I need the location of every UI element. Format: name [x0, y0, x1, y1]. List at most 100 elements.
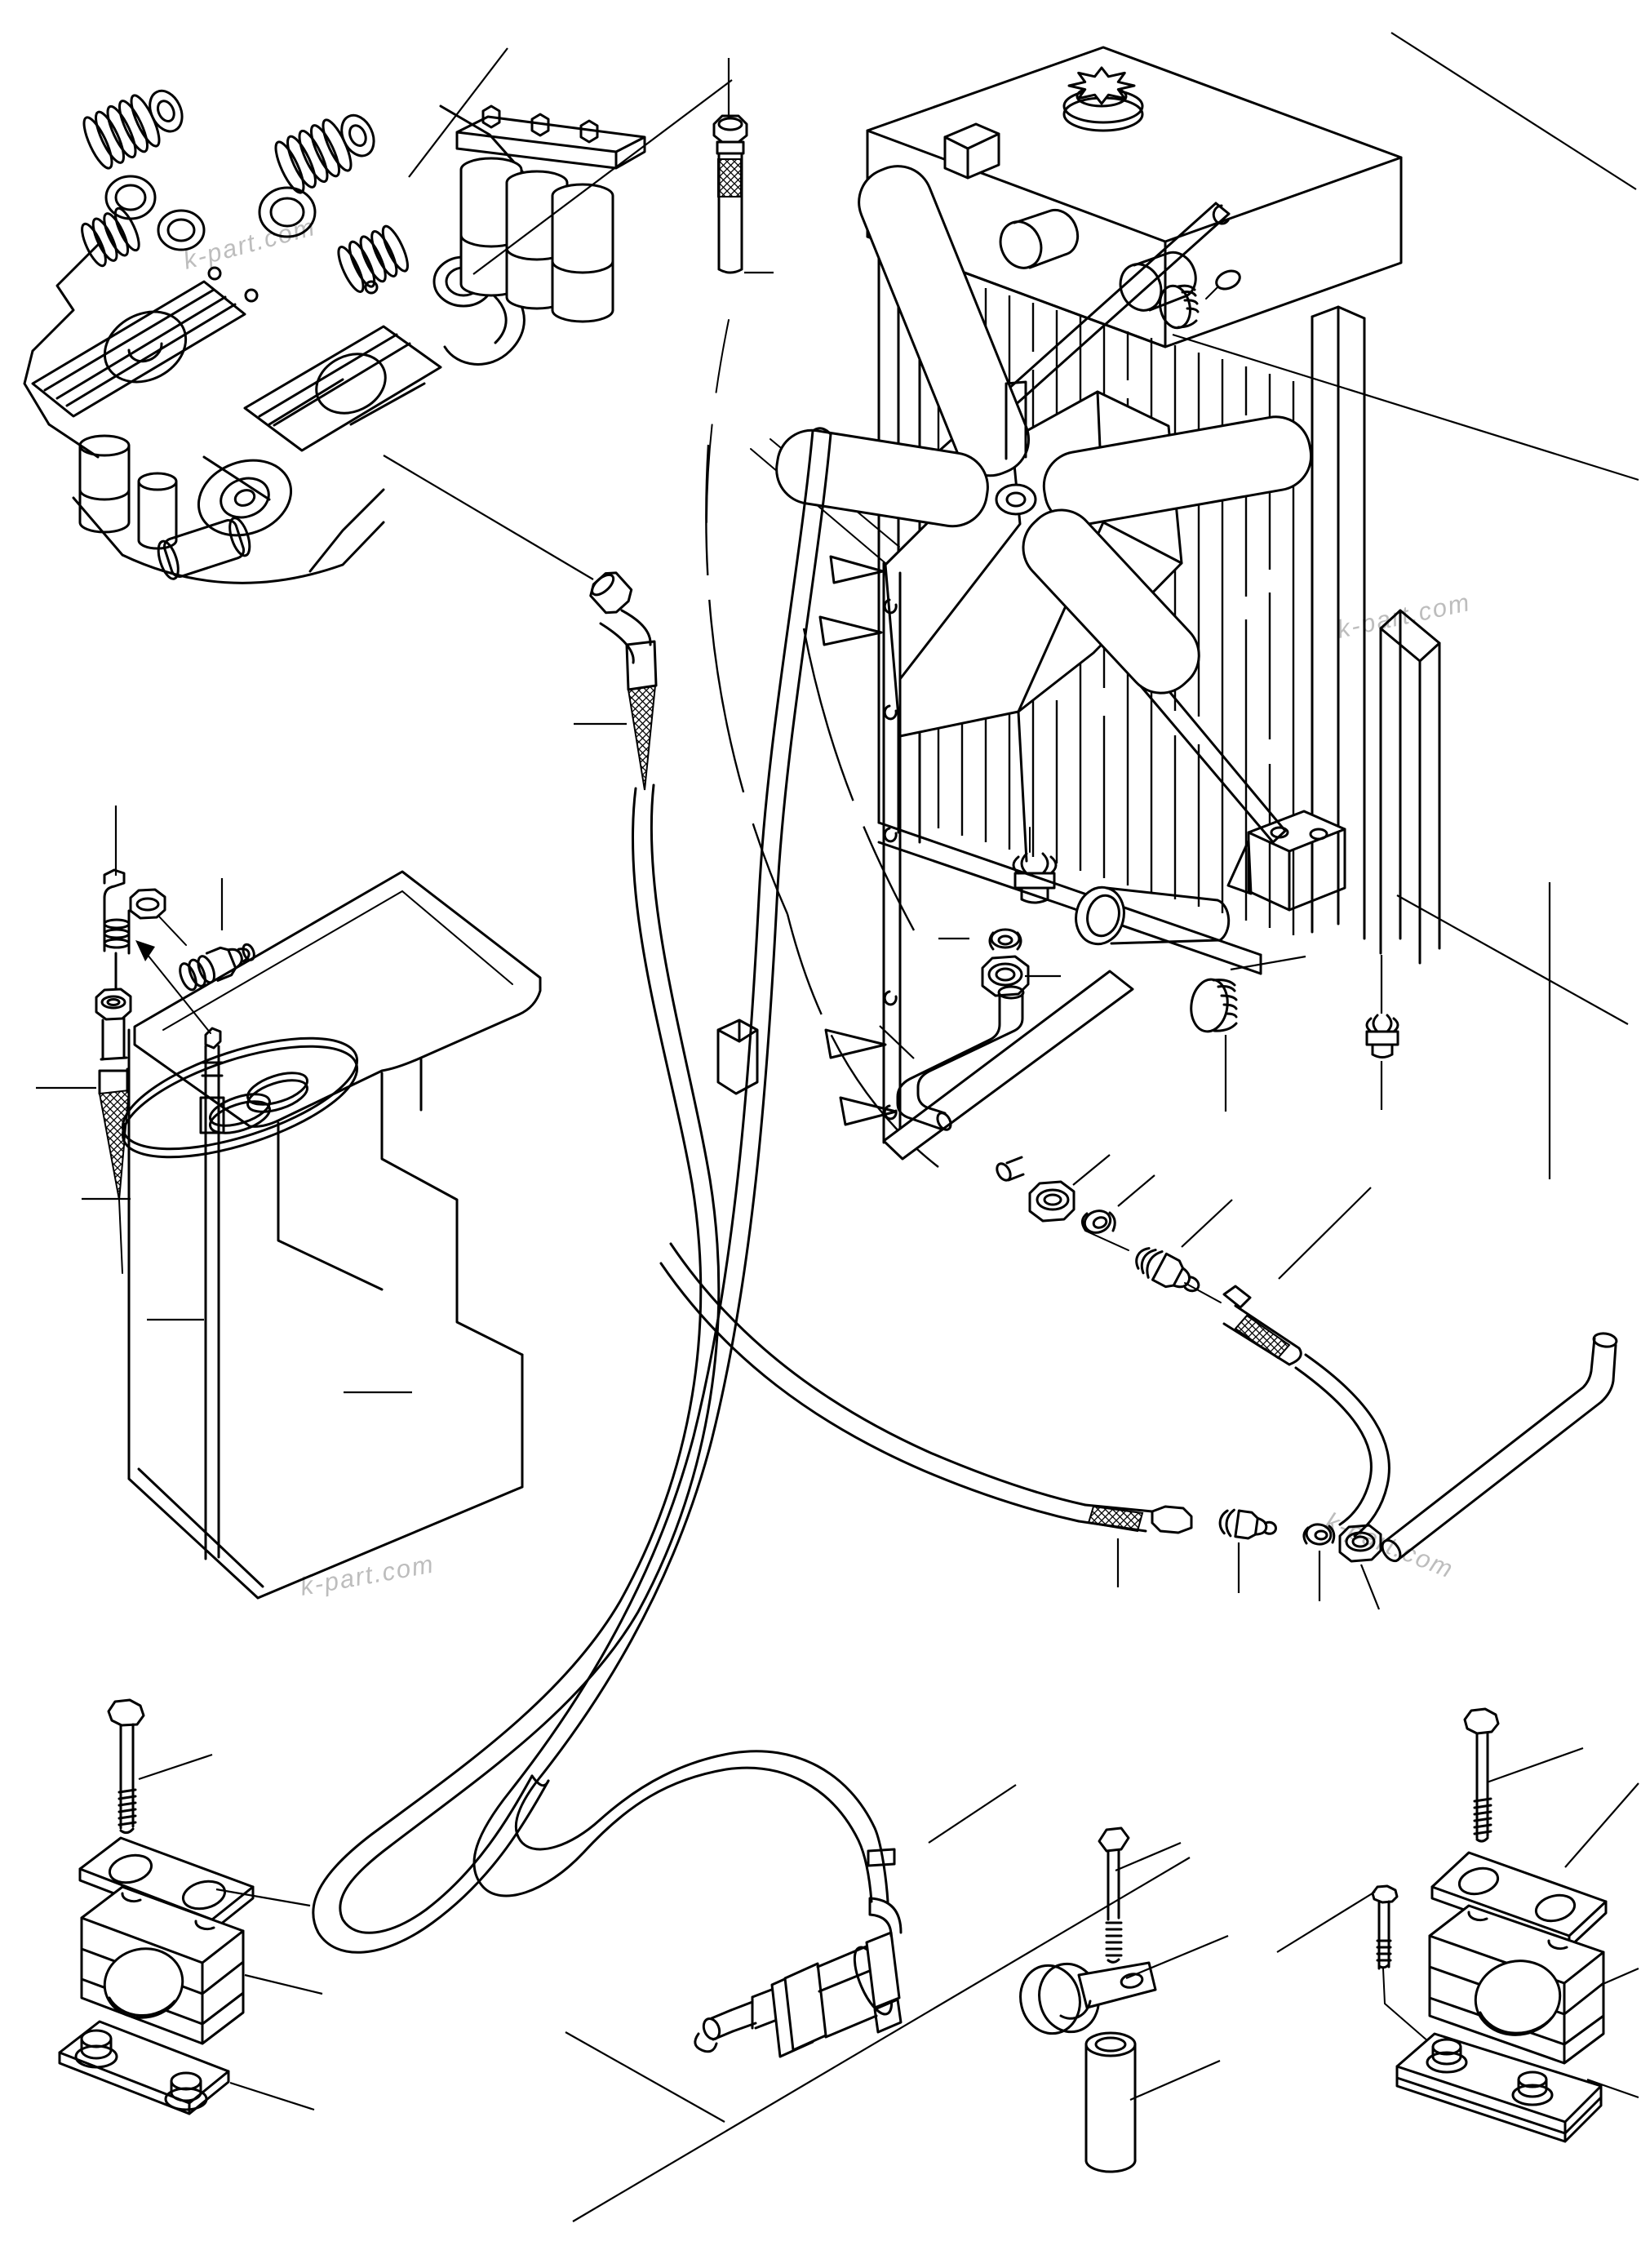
engine-bellows-2 [274, 113, 375, 194]
right-clamp-bolt-long [1463, 1707, 1500, 1843]
hose-assembly-upper [706, 114, 748, 523]
right-clamp-block [1428, 1904, 1605, 2065]
lower-ferrule [1302, 1523, 1336, 1546]
leader-valve [928, 1784, 1017, 1844]
leader-spacer [1129, 2059, 1221, 2102]
right-clamp-top-plate [1430, 1851, 1608, 1949]
fitting-row-middle [996, 1156, 1390, 1538]
bracket-box [716, 1019, 759, 1095]
fan-blade-2 [1042, 415, 1313, 526]
leader-filters [408, 47, 508, 178]
elbow-fitting-group [103, 868, 255, 992]
leader-outlet [1230, 955, 1306, 971]
base-nut-4 [1511, 2070, 1554, 2106]
leader-engine-elbow [383, 455, 594, 580]
column-nipple [1012, 852, 1058, 904]
leader-hose-upper-diag [472, 79, 733, 275]
hose-run-b [472, 427, 889, 1903]
engine-oil-filter [78, 434, 178, 550]
engine-valve-cover [31, 280, 246, 418]
leader-plug-right [1172, 333, 1639, 482]
leader-lblock [244, 1973, 323, 1995]
pclamp-group [1019, 1826, 1157, 2173]
plate-pad-2 [246, 1072, 308, 1106]
valve-body [816, 1944, 878, 2039]
p-clamp [1019, 1961, 1157, 2035]
hose-left-braid [98, 1089, 131, 1201]
clamp-assembly-right [1371, 1707, 1608, 2143]
column-ferrule [988, 928, 1022, 951]
clamp-assembly-left [58, 1698, 255, 2115]
leader-j-pipe [879, 1025, 915, 1059]
lower-braided-hose [1077, 1503, 1193, 1534]
leader-middle-ferrule [1117, 1174, 1155, 1207]
base-nut-1 [74, 2029, 118, 2069]
leader-middle-nut [1072, 1154, 1111, 1186]
leader-radiator-topright [1390, 32, 1637, 190]
shroud-bottom-flange [882, 970, 1134, 1161]
leader-long-bottom [572, 1857, 1191, 2222]
leader-lines [36, 32, 1639, 2222]
valve-elbow [867, 1848, 903, 1937]
radiator-outlet-pipe [1075, 885, 1231, 946]
fuel-filter-3 [551, 183, 614, 323]
engine-front-pulley [197, 459, 293, 537]
valve-flange-2 [783, 1962, 827, 2052]
hose-upper-nut [712, 114, 748, 144]
tank-dipstick [199, 1027, 225, 1560]
leader-lplate [215, 1888, 311, 1907]
nipple-right-upper [1365, 1014, 1399, 1059]
engine-bellows-4 [337, 224, 409, 293]
fan-hub [995, 483, 1037, 516]
j-pipe [896, 985, 1025, 1131]
left-clamp-base-plate [58, 2020, 230, 2115]
hose-assembly-left [95, 952, 132, 1274]
leader-pclamp [1125, 1934, 1229, 1980]
right-clamp-base-plate [1395, 2032, 1603, 2143]
fitting-column-radiator [896, 827, 1058, 1131]
leader-pbolt [1115, 1841, 1182, 1872]
radiator-assembly [866, 46, 1441, 1033]
radiator-right-strip [1379, 609, 1441, 965]
fan-shaft [1005, 380, 1027, 460]
arrow-pointer [135, 940, 211, 1034]
bent-pipe-right [1381, 1332, 1618, 1563]
tank-mark [1212, 204, 1230, 225]
hose-a-braid [627, 684, 657, 791]
leader-lower-nut [1359, 1564, 1381, 1610]
middle-braided-hose [1222, 1285, 1302, 1366]
elbow-fitting [103, 868, 166, 955]
left-clamp-bolt [107, 1698, 145, 1835]
tank-cover-plate [121, 1036, 359, 1159]
hose-run-d [1294, 1353, 1390, 1538]
column-nut [981, 955, 1030, 997]
pclamp-bolt [1098, 1826, 1130, 1964]
plate-pad-1 [209, 1093, 271, 1127]
hose-left-nut [95, 988, 132, 1021]
left-clamp-block [80, 1885, 245, 2045]
spacer-tube [1084, 2031, 1137, 2173]
hose-run-a [312, 571, 721, 1954]
middle-braid-patch [1234, 1314, 1291, 1360]
fan-blade-1 [858, 165, 1031, 477]
fitting-row-lower [1077, 1332, 1618, 1563]
base-nut-2 [164, 2071, 208, 2111]
hose-upper-axis [706, 319, 730, 523]
radiator-cap [1062, 66, 1144, 132]
leader-channel-right [1396, 894, 1629, 1025]
valve-assembly [694, 1848, 903, 2058]
radiator-drain-plug [1190, 978, 1238, 1033]
leader-lbolt [138, 1753, 213, 1781]
hose-run-c [659, 1242, 1087, 1523]
hydraulic-tank [121, 870, 542, 1600]
fuel-filter-group [455, 104, 646, 323]
adapter-fitting [179, 943, 255, 992]
leader-middle-nipple [1181, 1199, 1233, 1248]
valve-flange-3 [865, 1931, 901, 2009]
hose-a-tube [312, 787, 703, 1954]
middle-nipple [1135, 1247, 1200, 1293]
engine-starter [157, 517, 251, 580]
leader-rbase [1586, 2078, 1639, 2099]
